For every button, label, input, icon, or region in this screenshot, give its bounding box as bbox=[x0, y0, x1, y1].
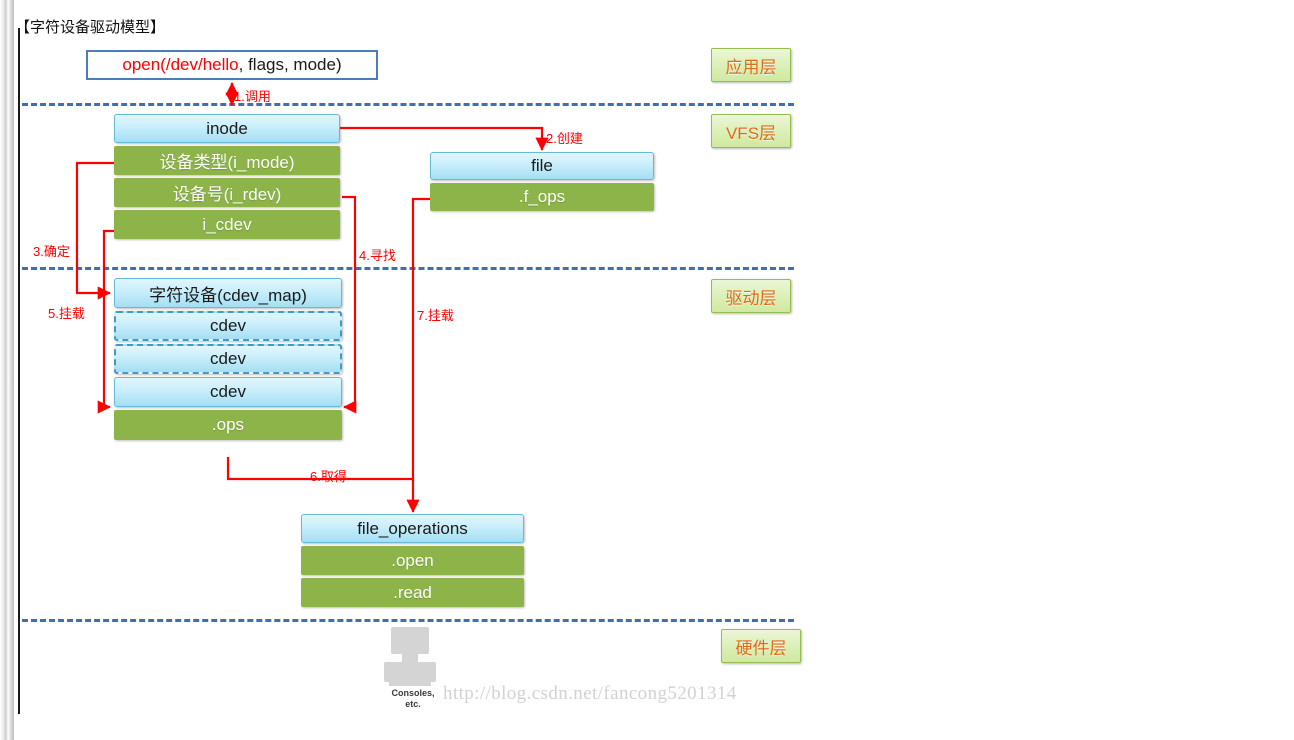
step-label-6: 6.取得 bbox=[310, 469, 347, 484]
divider-vfs-driver bbox=[22, 267, 794, 270]
inode-field-i-rdev: 设备号(i_rdev) bbox=[114, 178, 340, 207]
watermark-url: http://blog.csdn.net/fancong5201314 bbox=[443, 683, 737, 704]
file-operations-header: file_operations bbox=[301, 514, 524, 543]
console-caption-line2: etc. bbox=[405, 699, 421, 709]
page-title: 【字符设备驱动模型】 bbox=[15, 19, 166, 36]
node-inode: inode 设备类型(i_mode) 设备号(i_rdev) i_cdev bbox=[114, 114, 340, 239]
open-call-box: open(/dev/hello, flags, mode) bbox=[86, 50, 378, 80]
open-call-path: /dev/hello bbox=[165, 55, 239, 74]
step-label-2: 2.创建 bbox=[546, 131, 583, 146]
step-label-7: 7.挂载 bbox=[417, 308, 454, 323]
layer-tag-vfs: VFS层 bbox=[711, 114, 791, 148]
node-cdev-map: 字符设备(cdev_map) cdev cdev cdev .ops bbox=[114, 278, 342, 440]
inode-field-i-mode: 设备类型(i_mode) bbox=[114, 146, 340, 175]
node-file-operations: file_operations .open .read bbox=[301, 514, 524, 607]
wire-4-lookup bbox=[342, 195, 357, 414]
console-caption-line1: Consoles, bbox=[391, 688, 435, 698]
file-operations-field-read: .read bbox=[301, 578, 524, 607]
step-label-4: 4.寻找 bbox=[359, 248, 396, 263]
open-call-args: , flags, mode) bbox=[238, 55, 342, 74]
open-call-keyword: open( bbox=[122, 55, 166, 74]
cdev-entry-1: cdev bbox=[114, 311, 342, 341]
wire-6-fetch bbox=[226, 457, 413, 481]
wire-7-mount bbox=[406, 197, 430, 513]
wire-2-create bbox=[340, 126, 549, 151]
layer-tag-hardware: 硬件层 bbox=[721, 629, 801, 663]
inode-header: inode bbox=[114, 114, 340, 143]
cdev-entry-3: cdev bbox=[114, 377, 342, 407]
divider-app-vfs bbox=[22, 103, 794, 106]
cdev-entry-2: cdev bbox=[114, 344, 342, 374]
inode-field-i-cdev: i_cdev bbox=[114, 210, 340, 239]
node-file: file .f_ops bbox=[430, 152, 654, 211]
step-label-3: 3.确定 bbox=[33, 244, 70, 259]
divider-driver-hardware bbox=[22, 619, 794, 622]
file-operations-field-open: .open bbox=[301, 546, 524, 575]
window-scrollbar-strip[interactable] bbox=[0, 0, 14, 740]
wire-5-mount bbox=[97, 229, 114, 414]
console-icon-caption: Consoles, etc. bbox=[380, 688, 446, 710]
layer-tag-application: 应用层 bbox=[711, 48, 791, 82]
step-label-5: 5.挂载 bbox=[48, 306, 85, 321]
file-header: file bbox=[430, 152, 654, 180]
step-label-1: 1.调用 bbox=[234, 89, 271, 104]
cdev-field-ops: .ops bbox=[114, 410, 342, 440]
console-monitor-icon bbox=[384, 627, 436, 686]
file-field-f-ops: .f_ops bbox=[430, 183, 654, 211]
wire-3-determine bbox=[75, 161, 114, 300]
canvas-left-border bbox=[18, 28, 20, 714]
cdev-map-header: 字符设备(cdev_map) bbox=[114, 278, 342, 308]
layer-tag-driver: 驱动层 bbox=[711, 279, 791, 313]
